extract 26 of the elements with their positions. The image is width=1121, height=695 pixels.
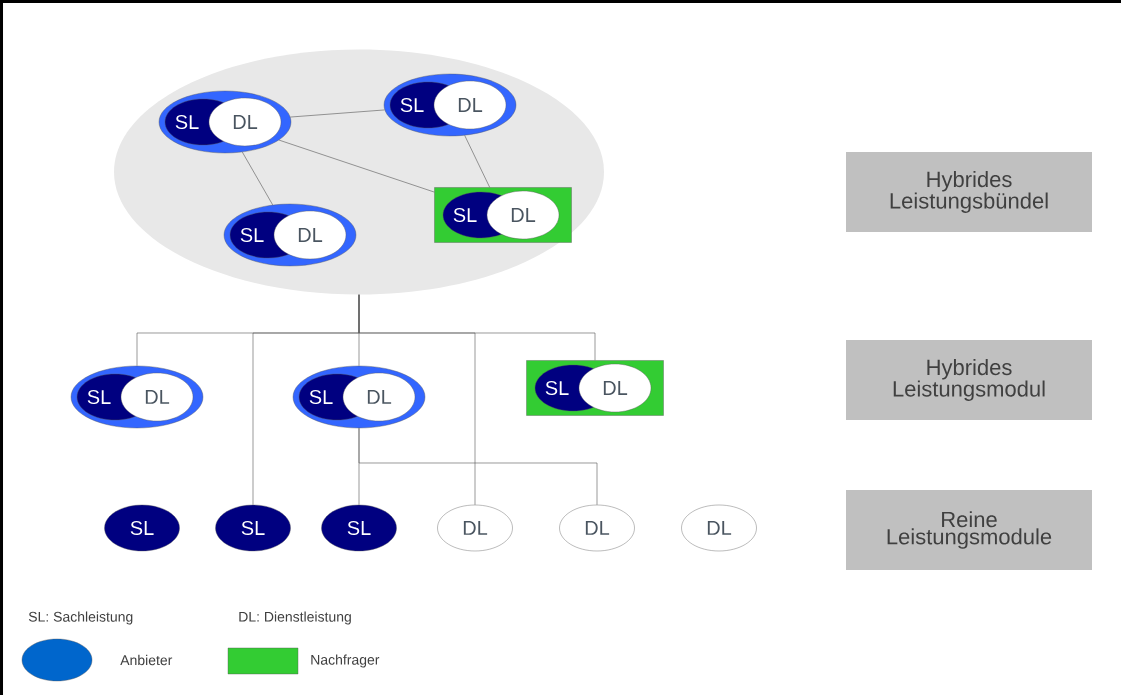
demand-module: SL DL (526, 360, 664, 416)
service-module: DL (681, 504, 757, 552)
hybrid-module: SL DL (158, 90, 292, 154)
service-module: DL (437, 504, 513, 552)
legend-note: DL: Dienstleistung (239, 611, 351, 625)
connector (358, 294, 596, 361)
level-box: Hybrides Leistungsbündel (846, 152, 1092, 232)
connector (242, 151, 273, 206)
demand-module: SL DL (434, 187, 572, 243)
connector (290, 109, 385, 118)
hybrid-module: SL DL (70, 365, 204, 429)
level-box: Reine Leistungsmodule (846, 490, 1092, 570)
connector (464, 135, 490, 188)
material-module: SL (104, 504, 180, 552)
legend-text: Nachfrager (311, 654, 380, 668)
legend-text: Anbieter (120, 654, 173, 666)
hybrid-module: SL DL (292, 365, 426, 429)
hybrid-module: SL DL (383, 73, 517, 137)
connector (278, 139, 435, 193)
legend-note: SL: Sachleistung (28, 611, 133, 625)
service-module: DL (559, 504, 635, 552)
material-module: SL (215, 504, 291, 552)
material-module: SL (321, 504, 397, 552)
hybrid-module: SL DL (223, 203, 357, 267)
level-box: Hybrides Leistungsmodul (846, 340, 1092, 420)
connector (358, 427, 598, 506)
